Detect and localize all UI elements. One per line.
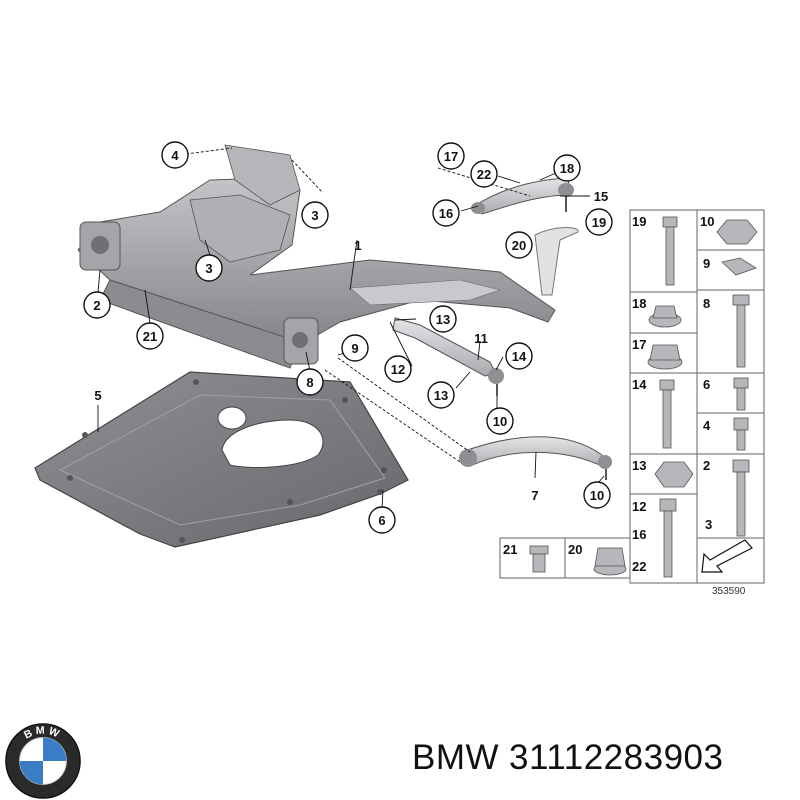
subframe	[77, 144, 556, 369]
callout-13-lower: 13	[427, 381, 455, 409]
svg-text:3: 3	[311, 208, 318, 223]
grid-label-12: 12	[632, 499, 646, 514]
svg-text:14: 14	[512, 349, 527, 364]
grid-label-9: 9	[703, 256, 710, 271]
callout-17: 17	[437, 142, 465, 170]
callout-8: 8	[296, 368, 324, 396]
svg-text:10: 10	[493, 414, 507, 429]
callout-13-upper: 13	[429, 305, 457, 333]
callout-18: 18	[553, 154, 581, 182]
svg-text:20: 20	[512, 238, 526, 253]
hardware-grid: 19 10 9 18 8 17 14 6 4 13 2 12 16 22 3 2…	[499, 209, 765, 597]
svg-text:10: 10	[590, 488, 604, 503]
callout-7: 7	[531, 488, 538, 503]
upper-control-arm	[471, 177, 574, 215]
svg-text:2: 2	[93, 298, 100, 313]
grid-label-14: 14	[632, 377, 647, 392]
brand-name: BMW	[412, 738, 500, 777]
callout-14: 14	[505, 342, 533, 370]
svg-text:15: 15	[594, 189, 608, 204]
guard-plate	[534, 227, 579, 296]
svg-text:BMW: BMW	[22, 724, 63, 741]
svg-text:7: 7	[531, 488, 538, 503]
svg-text:8: 8	[306, 375, 313, 390]
svg-text:4: 4	[171, 148, 179, 163]
svg-text:9: 9	[351, 341, 358, 356]
grid-label-22: 22	[632, 559, 646, 574]
figure-number: 353590	[712, 586, 746, 597]
svg-text:18: 18	[560, 161, 574, 176]
grid-label-16: 16	[632, 527, 646, 542]
callout-20: 20	[505, 231, 533, 259]
grid-label-13: 13	[632, 458, 646, 473]
grid-label-3: 3	[705, 517, 712, 532]
callout-21: 21	[136, 322, 164, 350]
svg-text:13: 13	[436, 312, 450, 327]
grid-label-4: 4	[703, 418, 711, 433]
grid-label-21: 21	[503, 542, 517, 557]
callout-19: 19	[585, 208, 613, 236]
svg-text:17: 17	[444, 149, 458, 164]
callout-6: 6	[368, 506, 396, 534]
callout-15: 15	[594, 189, 608, 204]
svg-text:11: 11	[474, 331, 488, 346]
grid-label-2: 2	[703, 458, 710, 473]
callout-12: 12	[384, 355, 412, 383]
callout-1: 1	[354, 238, 361, 253]
tension-strut	[392, 317, 504, 396]
wishbone	[459, 436, 612, 480]
direction-arrow-icon	[701, 539, 753, 573]
svg-text:3: 3	[205, 261, 212, 276]
grid-label-18: 18	[632, 296, 646, 311]
grid-label-17: 17	[632, 337, 646, 352]
svg-text:22: 22	[477, 167, 491, 182]
callout-4: 4	[161, 141, 189, 169]
svg-text:21: 21	[143, 329, 157, 344]
callout-3-lower: 3	[195, 254, 223, 282]
callout-11: 11	[474, 331, 488, 346]
callout-22: 22	[470, 160, 498, 188]
underbody-shield	[34, 371, 409, 548]
callout-9: 9	[341, 334, 369, 362]
grid-label-19: 19	[632, 214, 646, 229]
bmw-logo: BMW	[5, 723, 81, 799]
callout-10-lower: 10	[583, 481, 611, 509]
grid-label-10: 10	[700, 214, 714, 229]
svg-text:13: 13	[434, 388, 448, 403]
callout-5: 5	[94, 388, 101, 403]
svg-text:16: 16	[439, 206, 453, 221]
callout-16: 16	[432, 199, 460, 227]
svg-text:19: 19	[592, 215, 606, 230]
svg-text:6: 6	[378, 513, 385, 528]
part-number: 31112283903	[509, 738, 724, 777]
grid-label-6: 6	[703, 377, 710, 392]
callout-10-upper: 10	[486, 407, 514, 435]
svg-text:5: 5	[94, 388, 101, 403]
svg-text:12: 12	[391, 362, 405, 377]
grid-label-8: 8	[703, 296, 710, 311]
svg-text:1: 1	[354, 238, 361, 253]
grid-label-20: 20	[568, 542, 582, 557]
callout-3-upper: 3	[301, 201, 329, 229]
callout-2: 2	[83, 291, 111, 319]
